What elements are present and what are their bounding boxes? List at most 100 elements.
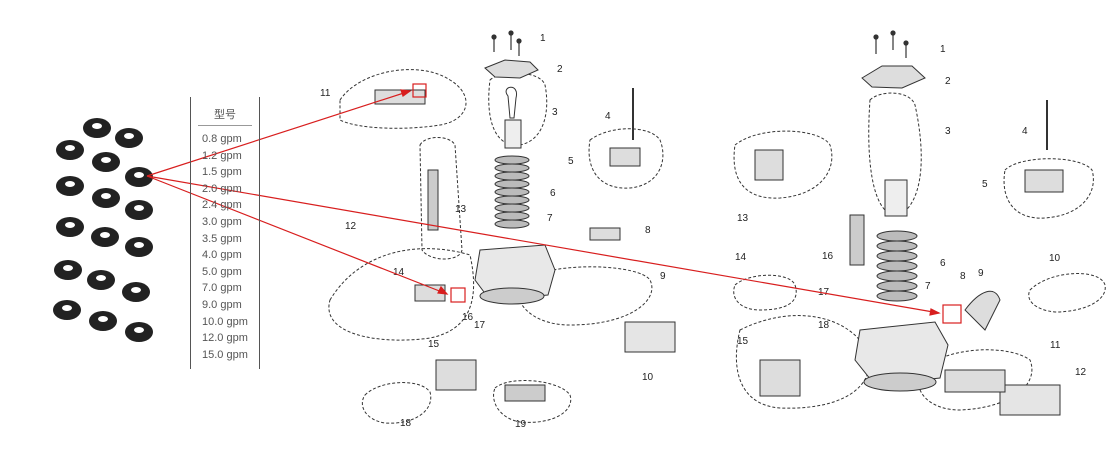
table-left-border	[190, 97, 191, 369]
callout-9: 9	[978, 268, 984, 279]
group-outline-10	[1028, 273, 1106, 313]
callout-2: 2	[557, 64, 563, 75]
flow-rate-item: 9.0 gpm	[202, 298, 242, 311]
washer	[89, 311, 117, 331]
callout-14: 14	[735, 252, 747, 263]
highlight-box	[942, 304, 962, 324]
callout-12: 12	[1075, 367, 1087, 378]
callout-8: 8	[645, 225, 651, 236]
flow-rate-item: 1.5 gpm	[202, 166, 242, 179]
callout-1: 1	[940, 44, 946, 55]
callout-1: 1	[540, 33, 546, 44]
callout-16: 16	[822, 251, 834, 262]
callout-5: 5	[982, 179, 988, 190]
washer	[56, 176, 84, 196]
washer	[87, 270, 115, 290]
cover-plate	[484, 59, 539, 79]
highlight-box	[412, 83, 427, 98]
flow-rate-item: 5.0 gpm	[202, 265, 242, 278]
washer-pile	[53, 118, 153, 342]
screws	[873, 30, 909, 58]
callout-3: 3	[945, 126, 951, 137]
callout-6: 6	[940, 258, 946, 269]
screws	[491, 30, 522, 56]
washer	[92, 152, 120, 172]
washer	[125, 200, 153, 220]
callout-2: 2	[945, 76, 951, 87]
washer	[54, 260, 82, 280]
callout-18: 18	[400, 418, 412, 429]
callout-8: 8	[960, 271, 966, 282]
flow-rate-item: 3.0 gpm	[202, 215, 242, 228]
callout-14: 14	[393, 267, 405, 278]
washer	[56, 217, 84, 237]
callout-5: 5	[568, 156, 574, 167]
group-outline-14	[733, 274, 797, 311]
flow-rate-item: 15.0 gpm	[202, 348, 248, 361]
callout-13: 13	[737, 213, 749, 224]
group-outline-3	[488, 72, 548, 146]
group-outline-11	[917, 349, 1033, 411]
washer	[83, 118, 111, 138]
pointer-arrow	[146, 175, 448, 295]
washer	[53, 300, 81, 320]
callout-10: 10	[642, 372, 654, 383]
callout-4: 4	[605, 111, 611, 122]
callout-16: 16	[462, 312, 474, 323]
group-outline-12	[328, 248, 475, 341]
flow-rate-item: 7.0 gpm	[202, 282, 242, 295]
callout-19: 19	[515, 419, 527, 430]
right-exploded-diagram	[733, 30, 1106, 416]
washer	[92, 188, 120, 208]
flow-rate-item: 10.0 gpm	[202, 315, 248, 328]
group-outline-18	[361, 382, 432, 424]
washer	[122, 282, 150, 302]
group-outline-19	[493, 380, 572, 423]
flow-rate-item: 0.8 gpm	[202, 133, 242, 145]
flow-rate-item: 2.0 gpm	[202, 182, 242, 195]
callout-10: 10	[1049, 253, 1061, 264]
group-outline-13	[733, 130, 833, 199]
callout-3: 3	[552, 107, 558, 118]
callout-4: 4	[1022, 126, 1028, 137]
callout-17: 17	[474, 320, 486, 331]
valve-body	[854, 321, 949, 386]
flow-rate-item: 2.4 gpm	[202, 199, 242, 212]
group-outline-15	[735, 315, 871, 409]
callout-12: 12	[345, 221, 357, 232]
seal-stack	[494, 155, 530, 229]
left-callouts: 1 2 3 4 5 6 7 8 9 10 11 12 13 14 15 16 1…	[320, 33, 666, 430]
group-outline-13	[419, 137, 463, 260]
cover-plate	[861, 65, 926, 89]
washer	[56, 140, 84, 160]
flow-rate-item: 1.2 gpm	[202, 149, 242, 162]
table-header-divider	[198, 125, 252, 126]
seal-stack	[876, 230, 918, 302]
flow-rate-item: 4.0 gpm	[202, 249, 242, 262]
table-header: 型号	[214, 109, 236, 121]
left-exploded-diagram	[328, 30, 676, 424]
callout-7: 7	[547, 213, 553, 224]
callout-18: 18	[818, 320, 830, 331]
callout-7: 7	[925, 281, 931, 292]
flow-rate-item: 3.5 gpm	[202, 232, 242, 245]
washer	[125, 237, 153, 257]
size-table: 型号 0.8 gpm 1.2 gpm 1.5 gpm 2.0 gpm 2.4 g…	[190, 97, 260, 369]
group-outline-3	[868, 92, 922, 216]
washer	[125, 322, 153, 342]
pointer-arrow	[146, 175, 940, 314]
group-outline-5	[1003, 158, 1094, 219]
washer	[91, 227, 119, 247]
table-right-border	[259, 97, 260, 369]
flow-rate-list: 0.8 gpm 1.2 gpm 1.5 gpm 2.0 gpm 2.4 gpm …	[202, 131, 248, 363]
callout-13: 13	[455, 204, 467, 215]
callout-11: 11	[320, 88, 331, 99]
callout-15: 15	[737, 336, 749, 347]
right-callouts: 1 2 3 4 5 6 7 8 9 10 11 12 13 14 15 16 1…	[735, 44, 1087, 378]
piston	[884, 179, 908, 217]
callout-9: 9	[660, 271, 666, 282]
group-outline-9	[517, 266, 653, 326]
piston	[504, 119, 522, 149]
